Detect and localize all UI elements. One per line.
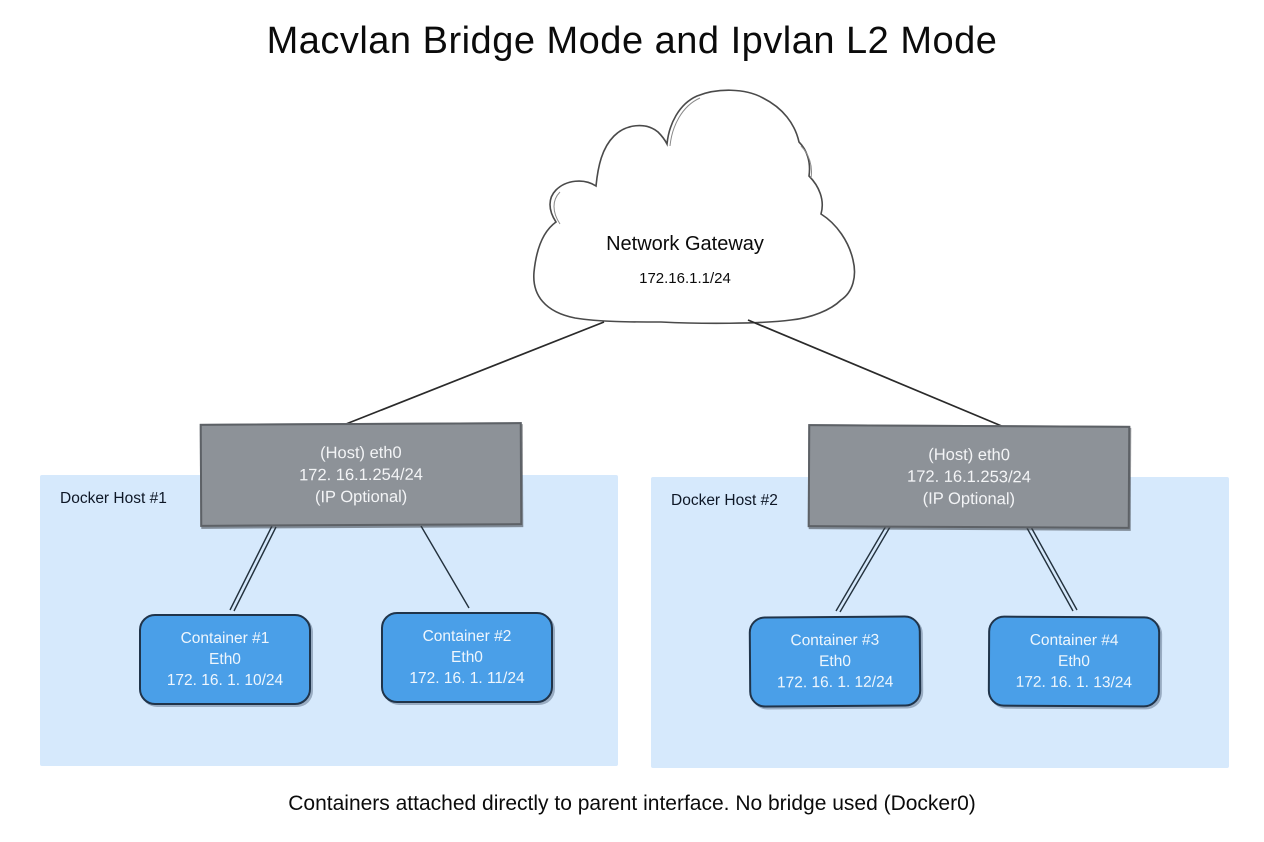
- container4-ip: 172. 16. 1. 13/24: [1015, 673, 1133, 692]
- link-host2-container4-b: [1026, 527, 1074, 612]
- cloud-gateway-ip: 172.16.1.1/24: [639, 270, 731, 287]
- container2-ip: 172. 16. 1. 11/24: [409, 670, 525, 687]
- host2-eth0-ip: 172. 16.1.253/24: [907, 467, 1031, 486]
- container2-node: Container #2 Eth0 172. 16. 1. 11/24: [381, 612, 553, 703]
- host1-eth0-note: (IP Optional): [314, 487, 408, 506]
- network-cloud-icon: [533, 89, 856, 325]
- docker-host1-label: Docker Host #1: [60, 490, 167, 507]
- container1-name: Container #1: [180, 630, 270, 647]
- container4-name: Container #4: [1029, 631, 1119, 650]
- container3-name: Container #3: [790, 631, 880, 650]
- host2-eth0-note: (IP Optional): [922, 489, 1016, 508]
- host1-eth0-title: (Host) eth0: [320, 443, 402, 462]
- link-cloud-host1: [345, 321, 605, 425]
- link-host2-container3-b: [839, 526, 891, 613]
- container1-ip: 172. 16. 1. 10/24: [166, 672, 284, 689]
- cloud-gateway-label: Network Gateway: [606, 233, 764, 255]
- link-host2-container4: [1030, 526, 1078, 611]
- diagram-caption: Containers attached directly to parent i…: [288, 792, 976, 815]
- host1-eth0-box: (Host) eth0 172. 16.1.254/24 (IP Optiona…: [199, 422, 523, 527]
- container3-iface: Eth0: [818, 652, 851, 671]
- container1-iface: Eth0: [209, 651, 241, 668]
- host-to-container-links: [229, 525, 1078, 613]
- container3-ip: 172. 16. 1. 12/24: [776, 673, 894, 692]
- container2-iface: Eth0: [451, 649, 483, 666]
- link-host1-container1: [229, 525, 273, 611]
- link-host1-container1-b: [233, 526, 277, 612]
- container2-name: Container #2: [422, 628, 512, 645]
- host2-eth0-title: (Host) eth0: [928, 445, 1010, 464]
- docker-host2-label: Docker Host #2: [671, 492, 778, 509]
- container4-node: Container #4 Eth0 172. 16. 1. 13/24: [987, 615, 1161, 708]
- link-host2-container3: [835, 525, 887, 612]
- link-cloud-host2: [747, 319, 1005, 428]
- container1-node: Container #1 Eth0 172. 16. 1. 10/24: [139, 614, 311, 705]
- container3-node: Container #3 Eth0 172. 16. 1. 12/24: [748, 615, 922, 708]
- page-title: Macvlan Bridge Mode and Ipvlan L2 Mode: [266, 20, 998, 62]
- cloud-to-host-links: [345, 319, 1005, 428]
- host1-eth0-ip: 172. 16.1.254/24: [299, 465, 423, 484]
- host2-eth0-box: (Host) eth0 172. 16.1.253/24 (IP Optiona…: [807, 424, 1131, 529]
- container4-iface: Eth0: [1058, 652, 1090, 671]
- link-host1-container2: [420, 525, 470, 609]
